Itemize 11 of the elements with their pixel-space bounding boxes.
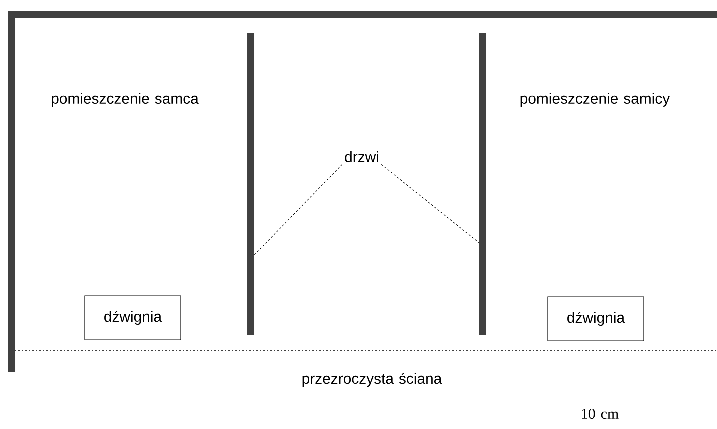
leader-line (254, 164, 343, 256)
partition-wall (480, 33, 486, 335)
lever-box: dźwignia (84, 296, 182, 340)
door-label: drzwi (345, 152, 378, 162)
room-label: pomieszczenie samca (52, 93, 199, 107)
partition-wall (248, 33, 254, 335)
leader-line (381, 164, 480, 244)
room-label: pomieszczenie samicy (520, 93, 670, 107)
lever-box: dźwignia (548, 296, 644, 342)
wall-label: przezroczysta ściana (302, 372, 442, 388)
scale-label: 10 cm (582, 408, 619, 420)
